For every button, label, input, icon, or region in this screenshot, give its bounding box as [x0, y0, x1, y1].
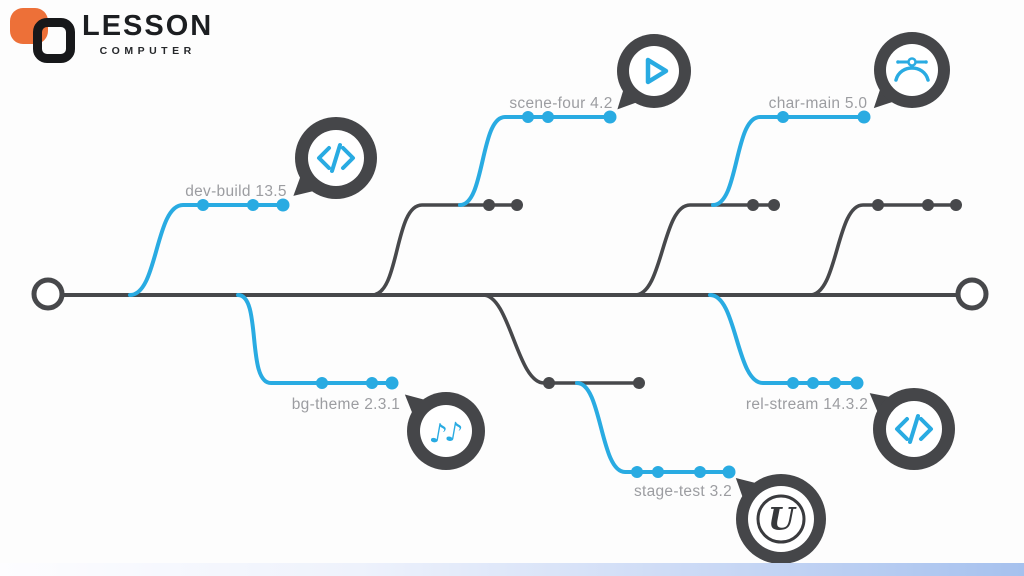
branch-label-bg-theme: bg-theme 2.3.1: [292, 396, 400, 413]
commit-dot: [276, 198, 290, 212]
logo-subtitle: COMPUTER: [99, 45, 196, 57]
dark-branch-4: [808, 199, 962, 297]
logo-mark-icon: [8, 6, 78, 68]
branch-char-main: char-main 5.0: [711, 95, 871, 207]
svg-text:U: U: [768, 502, 797, 538]
branch-dev-build: dev-build 13.5: [128, 183, 290, 297]
commit-dot: [543, 377, 555, 389]
code-icon: [895, 414, 933, 444]
commit-dot: [722, 465, 736, 479]
commit-dot: [603, 110, 617, 124]
branch-stage-test: stage-test 3.2: [575, 381, 736, 500]
commit-dot: [777, 111, 789, 123]
branch-bg-theme: bg-theme 2.3.1: [236, 293, 400, 413]
branch-label-stage-test: stage-test 3.2: [634, 483, 732, 500]
commit-dot: [872, 199, 884, 211]
music-notes-icon: ♪ ♪: [427, 416, 465, 451]
dark-branch-1: [370, 199, 523, 297]
commit-dot: [247, 199, 259, 211]
commit-dot: [850, 376, 864, 390]
dark-branch-2: [481, 293, 645, 389]
commit-dot: [768, 199, 780, 211]
commit-dot: [385, 376, 399, 390]
dark-branch-3: [633, 199, 780, 297]
svg-text:♪: ♪: [443, 416, 465, 450]
speech-bubble-pen: [873, 32, 950, 109]
commit-dot: [694, 466, 706, 478]
branch-label-dev-build: dev-build 13.5: [185, 183, 287, 200]
commit-dot: [747, 199, 759, 211]
branch-label-rel-stream: rel-stream 14.3.2: [746, 396, 868, 413]
commit-dot: [829, 377, 841, 389]
branch-rel-stream: rel-stream 14.3.2: [708, 293, 868, 413]
commit-dot: [522, 111, 534, 123]
logo-black-ring: [33, 18, 75, 63]
branch-scene-four: scene-four 4.2: [458, 95, 617, 207]
speech-bubble-music: ♪ ♪: [404, 392, 485, 470]
speech-bubble-play: [617, 34, 691, 110]
commit-dot: [542, 111, 554, 123]
commit-dot: [511, 199, 523, 211]
commit-dot: [857, 110, 871, 124]
commit-dot: [483, 199, 495, 211]
speech-bubble-unreal: U: [735, 474, 826, 564]
branch-label-scene-four: scene-four 4.2: [509, 95, 612, 112]
pen-tool-icon: [894, 57, 930, 82]
code-icon: [317, 143, 355, 173]
speech-bubble-code-2: [869, 388, 955, 470]
speech-bubble-code: [293, 117, 377, 199]
footer-accent-bar: [0, 563, 1024, 576]
branch-label-char-main: char-main 5.0: [769, 95, 868, 112]
logo-title: LESSON: [82, 10, 214, 42]
timeline-end-ring: [955, 277, 989, 311]
commit-dot: [366, 377, 378, 389]
timeline-start-ring: [31, 277, 65, 311]
logo-text: LESSON COMPUTER: [82, 10, 214, 58]
commit-dot: [922, 199, 934, 211]
commit-dot: [950, 199, 962, 211]
commit-dot: [807, 377, 819, 389]
play-icon: [645, 57, 669, 85]
commit-dot: [631, 466, 643, 478]
commit-dot: [197, 199, 209, 211]
unreal-engine-icon: U: [756, 494, 806, 544]
svg-text:♪: ♪: [427, 417, 449, 451]
commit-dot: [652, 466, 664, 478]
commit-dot: [633, 377, 645, 389]
logo: LESSON COMPUTER: [8, 6, 213, 68]
commit-dot: [787, 377, 799, 389]
commit-dot: [316, 377, 328, 389]
